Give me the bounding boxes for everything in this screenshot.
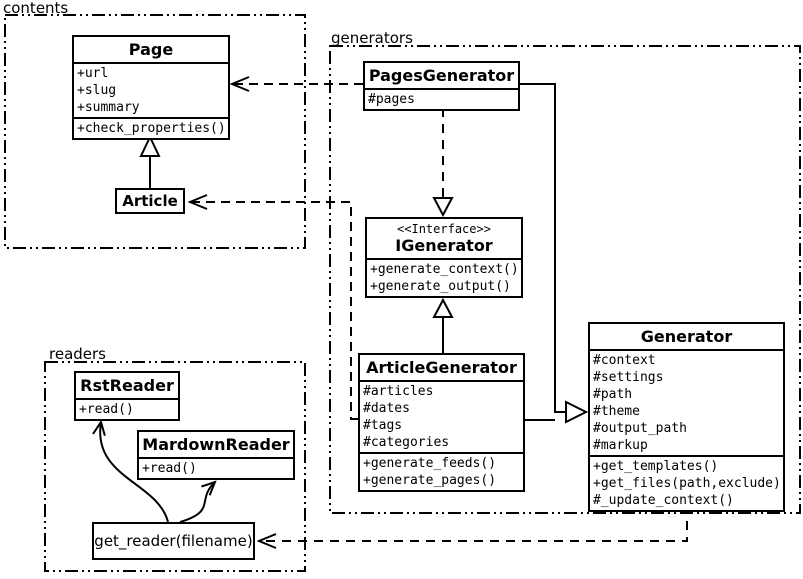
package-label-generators: generators [331,29,413,47]
class-rstreader: RstReader +read() [74,371,180,421]
class-pagesgenerator-attributes: #pages [365,88,518,109]
class-article: Article [115,188,185,214]
class-articlegenerator-title: ArticleGenerator [366,358,517,377]
arrow-getreader-to-rstreader [100,422,169,523]
dependency-articlegenerator-to-article [190,202,358,420]
box-get-reader: get_reader(filename) [92,522,255,560]
class-page: Page +url+slug+summary +check_properties… [72,35,230,140]
arrow-getreader-to-mardownreader [179,482,215,523]
class-generator-title: Generator [640,327,733,346]
class-article-title: Article [122,192,178,210]
class-mardownreader: MardownReader +read() [137,430,295,480]
inheritance-articlegenerator-to-igenerator-triangle [432,297,454,318]
class-mardownreader-title: MardownReader [142,435,290,454]
package-contents-border [4,14,306,249]
class-pagesgenerator: PagesGenerator #pages [363,61,520,111]
class-page-attributes: +url+slug+summary [74,62,228,117]
class-mardownreader-methods: +read() [139,457,293,478]
class-generator: Generator #context#settings#path#theme#o… [588,322,785,512]
inheritance-article-to-page-triangle [139,134,161,157]
class-generator-methods: +get_templates()+get_files(path,exclude)… [590,455,783,510]
class-articlegenerator-attributes: #articles#dates#tags#categories [360,380,523,452]
box-get-reader-label: get_reader(filename) [94,532,253,550]
dependency-generator-to-getreader [259,505,688,541]
package-label-contents: contents [3,0,69,17]
class-page-title: Page [128,40,174,59]
class-igenerator: <<Interface>> IGenerator +generate_conte… [365,217,523,298]
class-igenerator-methods: +generate_context()+generate_output() [367,258,521,296]
class-pagesgenerator-title: PagesGenerator [368,66,515,85]
class-articlegenerator-methods: +generate_feeds()+generate_pages() [360,452,523,490]
package-readers-border [44,361,306,572]
class-rstreader-title: RstReader [80,376,174,395]
package-label-readers: readers [49,345,106,363]
package-generators-border [329,45,801,514]
class-rstreader-methods: +read() [76,398,178,419]
class-igenerator-stereotype: <<Interface>> [397,222,491,236]
class-page-methods: +check_properties() [74,117,228,138]
class-igenerator-title: IGenerator [395,236,493,255]
inheritance-pagesgenerator-to-generator-line [520,83,566,413]
class-generator-attributes: #context#settings#path#theme#output_path… [590,349,783,455]
class-articlegenerator: ArticleGenerator #articles#dates#tags#ca… [358,353,525,492]
realization-pagesgenerator-to-igenerator-triangle [432,197,454,218]
inheritance-to-generator-triangle [565,400,589,424]
